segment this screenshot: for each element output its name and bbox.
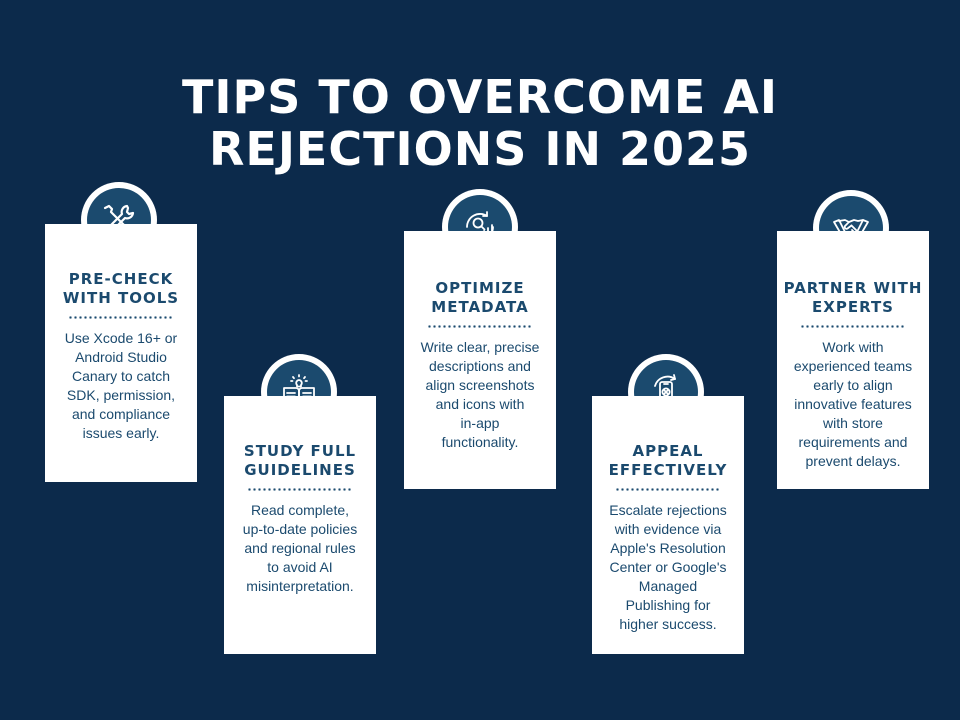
dotted-divider [427,325,533,328]
card-heading: PARTNER WITH EXPERTS [783,279,923,316]
title-line-2: REJECTIONS IN 2025 [208,121,752,176]
dotted-divider [68,316,174,319]
card-heading: APPEAL EFFECTIVELY [608,442,728,479]
infographic-title: TIPS TO OVERCOME AI REJECTIONS IN 2025 [0,71,960,175]
card-heading: STUDY FULL GUIDELINES [243,442,357,479]
card-heading: PRE-CHECK WITH TOOLS [62,270,180,307]
dotted-divider [247,488,353,491]
title-line-1: TIPS TO OVERCOME AI [182,69,778,124]
card-study-full-guidelines: STUDY FULL GUIDELINES Read complete,up-t… [224,396,376,654]
dotted-divider [615,488,721,491]
card-heading: OPTIMIZE METADATA [431,279,529,316]
dotted-divider [800,325,906,328]
